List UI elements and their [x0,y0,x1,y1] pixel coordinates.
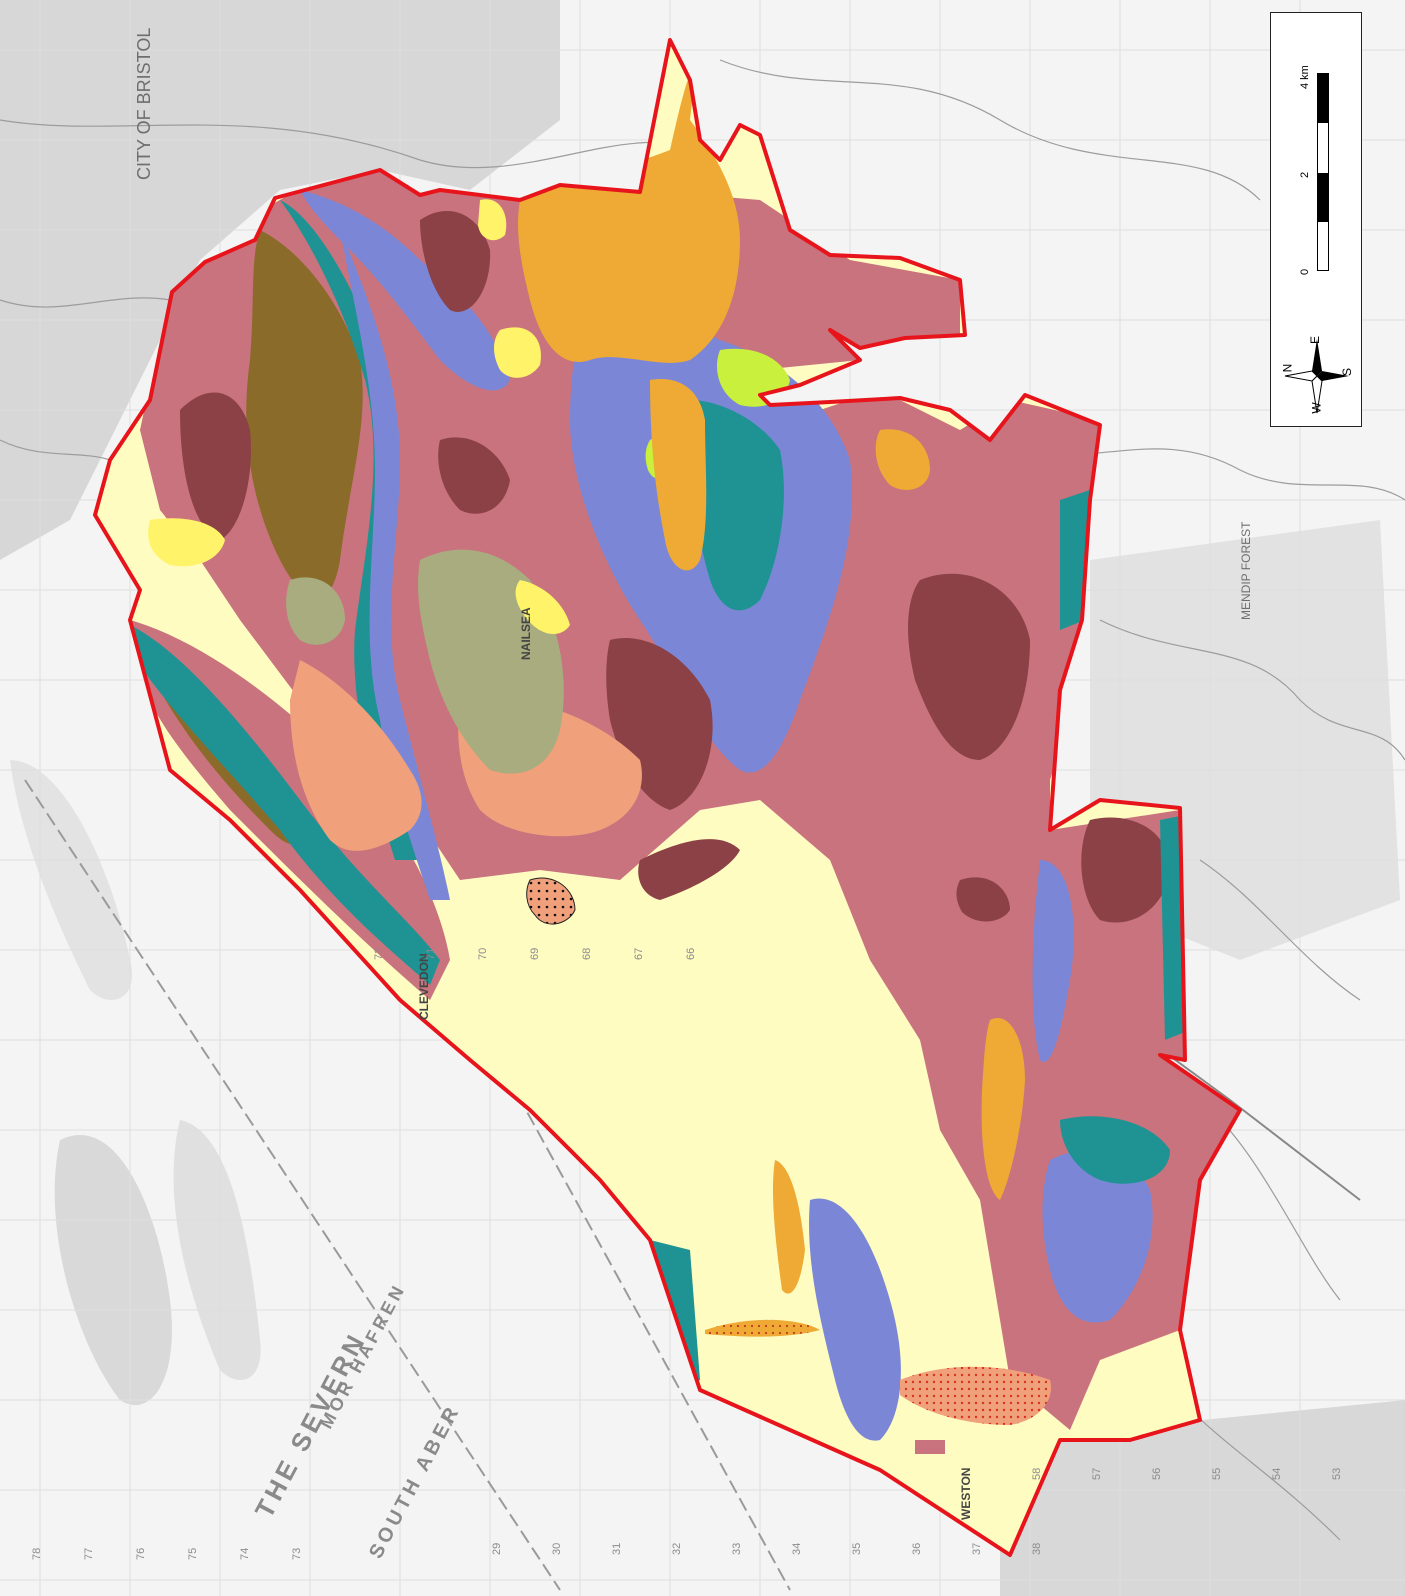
scale-bar [1317,73,1329,271]
town-label-clevedon: CLEVEDON [417,953,431,1020]
grid-label-bottom: 29 [491,1543,503,1555]
limestone-ridge-north [300,190,510,391]
mendip-label: MENDIP FOREST [1239,521,1253,620]
orange-sandstone-north [518,69,740,363]
salmon-head-deposit [290,660,422,851]
road [0,119,701,169]
orange-south-band [981,1018,1025,1200]
sage-west-patch [286,577,345,645]
grid-label-left: 77 [83,1548,95,1560]
grid-label-left: 71 [425,948,437,960]
brown-mudstone-southeast [1081,817,1170,923]
grid-label-bottom: 36 [911,1543,923,1555]
grid-label-bottom: 32 [671,1543,683,1555]
grid-label-right: 56 [1151,1468,1163,1480]
dotted-red-blown-sand [900,1366,1051,1425]
yellow-sand-2 [478,199,507,241]
map-legend: 0 2 4 km N E S W [1270,12,1362,427]
dotted-orange-sand-strip [705,1319,820,1337]
grid-label-bottom: 35 [851,1543,863,1555]
severn-sandbank-2 [173,1120,261,1380]
grid-label-left: 69 [529,948,541,960]
boundary-line-1 [24,779,561,1591]
grid-label-right: 54 [1271,1468,1283,1480]
grid-label-bottom: 34 [791,1543,803,1555]
north-arrow: N E S W [1280,331,1355,421]
scale-bar-segment-dark-2 [1318,173,1328,222]
limestone-worlebury [809,1198,901,1441]
grid-label-left: 68 [581,948,593,960]
boundary-line-2 [459,989,791,1591]
brown-mudstone-mid-1 [956,877,1010,922]
yellow-sand-3 [515,580,570,635]
grid-label-left: 78 [31,1548,43,1560]
town-label-nailsea: NAILSEA [519,607,533,660]
teal-southeast-block [1060,1116,1170,1184]
dotted-salmon-patch [526,877,576,925]
road [0,439,111,461]
grid-label-bottom: 37 [971,1543,983,1555]
compass-west: W [1309,402,1324,414]
mudstone-square-2 [915,1440,945,1454]
orange-sandstone-central [650,379,707,571]
orange-coast-strip [772,1160,805,1294]
road [719,59,1261,201]
yellow-sand-1 [148,518,225,567]
brown-mudstone-east [908,573,1030,760]
grid-label-left: 75 [187,1548,199,1560]
road [1099,619,1405,761]
scale-tick-2: 2 [1299,171,1311,178]
brown-mudstone-west-2 [438,437,510,514]
grid-labels-bottom: 29 30 31 32 33 34 35 36 37 38 [491,1543,1043,1555]
scale-bar-segment-dark-1 [1318,74,1328,123]
grid-label-bottom: 31 [611,1543,623,1555]
grid-label-left: 74 [239,1548,251,1560]
road [0,297,171,308]
grid-label-left: 73 [291,1548,303,1560]
severn-sandbank-1 [54,1134,172,1406]
compass-south: S [1340,367,1355,377]
grid-label-bottom: 33 [731,1543,743,1555]
brown-mudstone-north-2 [420,211,491,312]
teal-band-west [130,625,440,985]
compass-east: E [1308,335,1323,345]
brown-mudstone-north-1 [180,392,251,540]
grid-label-left: 72 [373,948,385,960]
olive-sandstone-north [246,230,363,598]
brown-mudstone-south-lobe [638,839,740,900]
weston-urban-area [1000,1400,1405,1596]
scale-tick-0: 0 [1299,268,1311,275]
scale-tick-4km: 4 km [1299,65,1311,89]
grid-label-right: 53 [1331,1468,1343,1480]
compass-north: N [1280,363,1295,373]
teal-central [688,400,784,611]
grid-label-bottom: 30 [551,1543,563,1555]
town-label-weston: WESTON [959,1468,973,1520]
grid-label-left: 67 [633,948,645,960]
road [1199,859,1361,1001]
grid-label-bottom: 38 [1031,1543,1043,1555]
grid-labels-left: 78 77 76 75 74 73 72 71 70 69 68 67 66 [31,948,697,1560]
city-label: CITY OF BRISTOL [134,28,154,180]
compass-rose-icon [1284,339,1349,414]
grid-label-right: 55 [1211,1468,1223,1480]
mudstone-square-1 [950,985,980,1003]
grid-label-right: 57 [1091,1468,1103,1480]
grid-label-left: 76 [135,1548,147,1560]
grid-labels-right: 58 57 56 55 54 53 [1031,1468,1343,1480]
yellow-sand-4 [494,327,541,378]
grid-label-left: 70 [477,948,489,960]
grid-label-left: 66 [685,948,697,960]
district-boundary [93,38,1242,1557]
grid-label-right: 58 [1031,1468,1043,1480]
orange-east-patch [875,429,930,490]
limestone-southeast-band [1032,860,1074,1062]
limestone-southeast-block [1042,1150,1153,1323]
